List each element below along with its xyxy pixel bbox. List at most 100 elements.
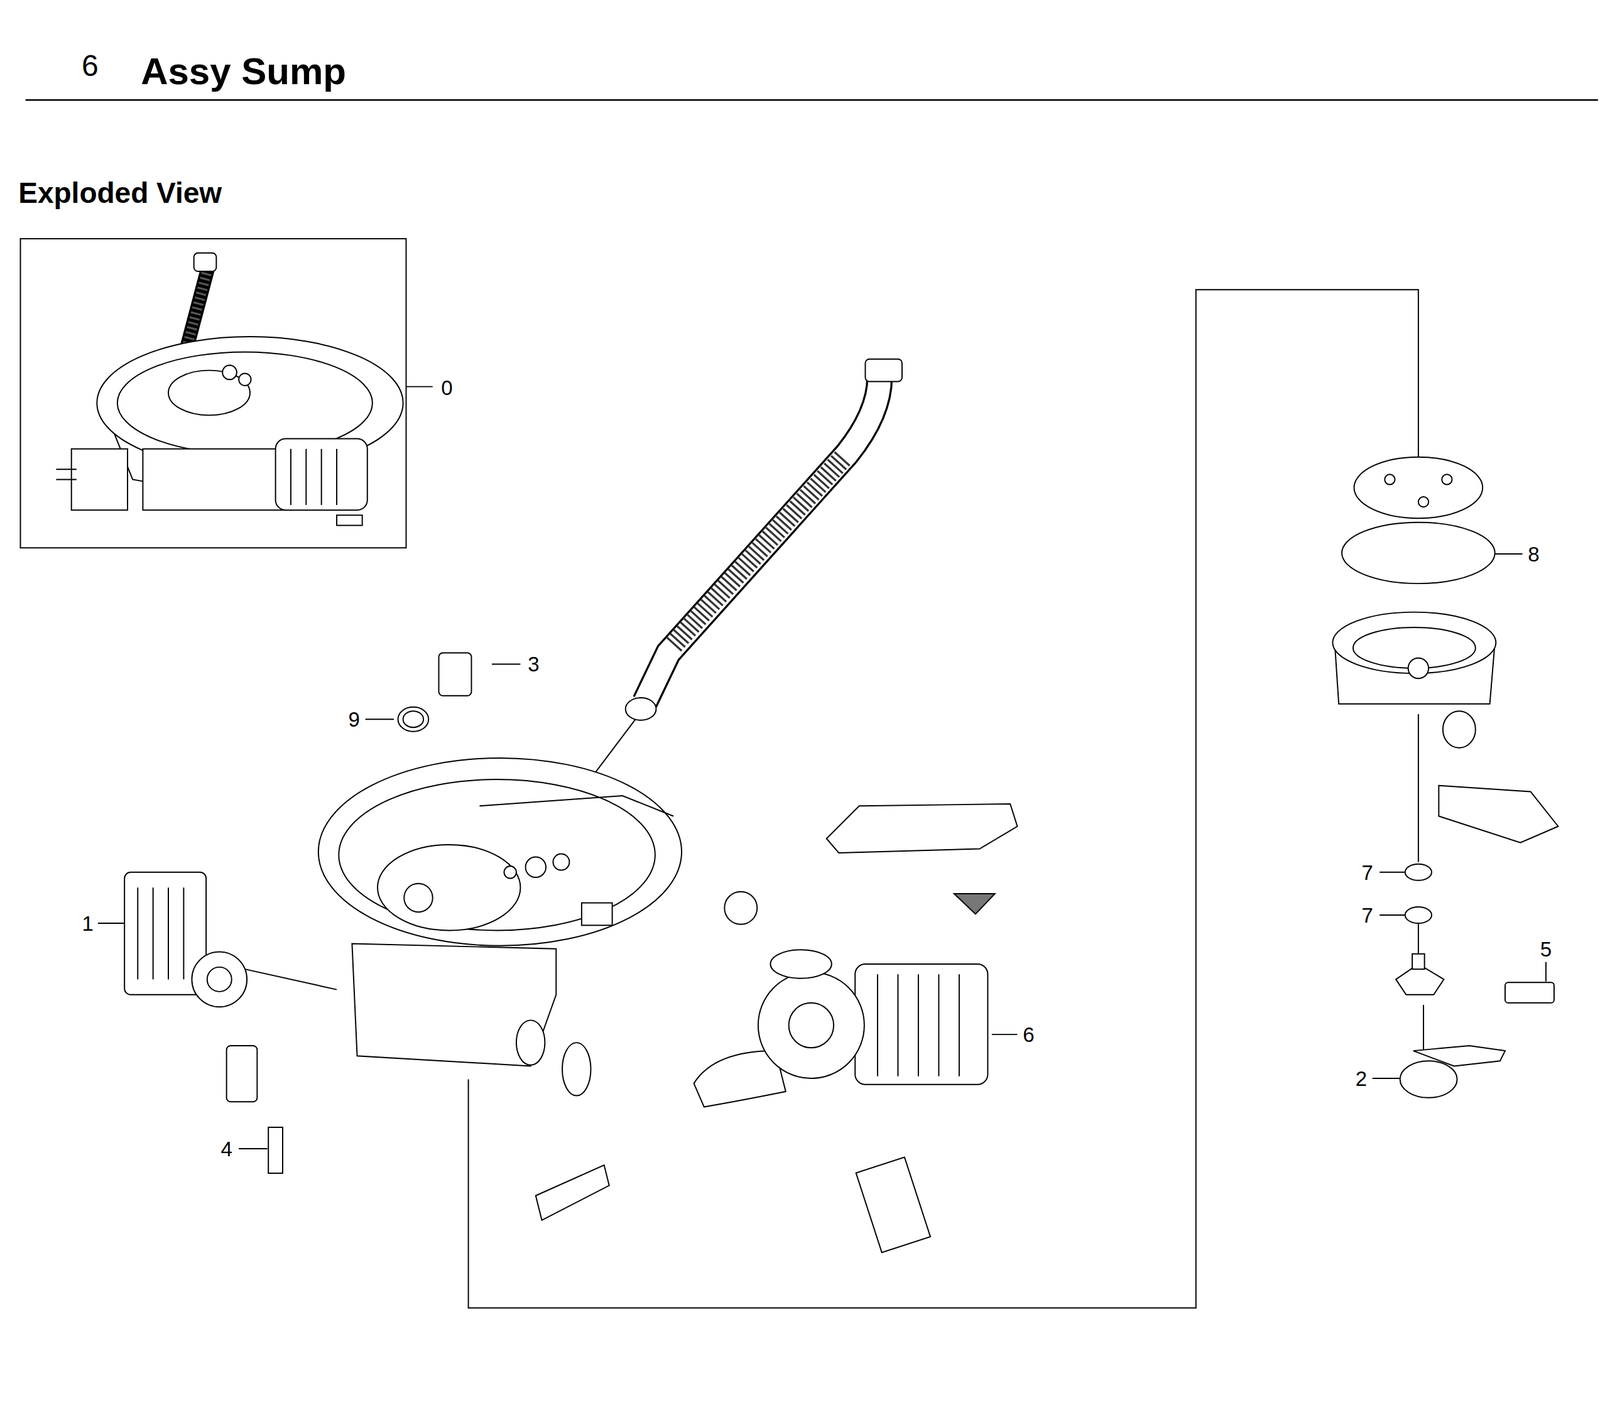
inset-frame: [20, 238, 406, 548]
drain-hose-part: [625, 697, 657, 721]
sump-housing: [318, 758, 682, 1067]
small-parts-part: [438, 653, 472, 697]
drain-hose-part: [865, 359, 902, 382]
drain-pump-part: [182, 887, 185, 980]
inset-assembly-part: [336, 449, 338, 506]
sump-housing-part: [525, 856, 546, 877]
small-parts-part: [403, 711, 424, 728]
sump-housing-part: [403, 883, 433, 913]
section-number: 6: [81, 50, 99, 82]
inset-assembly-part: [142, 449, 286, 511]
sump-stack-part: [1405, 864, 1432, 881]
leader-lines-part: [1379, 914, 1406, 916]
inset-assembly-part: [71, 449, 128, 511]
callout-number: 5: [1539, 937, 1553, 961]
inset-assembly-part: [275, 438, 368, 511]
leader-lines-part: [991, 1034, 1018, 1036]
callout-number: 7: [1360, 903, 1374, 928]
small-parts: [398, 653, 1018, 1254]
callout-number: 2: [1354, 1066, 1369, 1090]
sump-stack-part: [1441, 474, 1452, 485]
leader-lines-part: [1379, 871, 1406, 874]
wash-motor-part: [758, 972, 865, 1079]
drain-pump-part: [167, 887, 169, 980]
inset-assembly-part: [290, 449, 292, 506]
inset-assembly-part: [222, 365, 237, 381]
drain-hose-part: [645, 377, 881, 703]
wash-motor-part: [876, 974, 879, 1077]
small-parts-part: [562, 1042, 591, 1096]
sump-stack-part: [1354, 457, 1484, 519]
sump-stack-part: [1412, 954, 1425, 970]
drain-hose-part: [673, 457, 844, 645]
sump-stack-part: [1405, 907, 1432, 924]
inset-assembly: [55, 253, 403, 526]
small-parts-part: [826, 804, 1018, 854]
wash-motor-part: [937, 974, 940, 1077]
small-parts-part: [535, 1165, 610, 1221]
callout-number: 0: [439, 376, 454, 400]
sump-housing-part: [581, 903, 613, 926]
inset-assembly-part: [55, 468, 77, 470]
sump-housing-part: [503, 866, 516, 879]
group-bracket-part: [1422, 1005, 1425, 1051]
sump-stack-part: [1442, 711, 1476, 748]
leader-lines-part: [97, 922, 125, 925]
leader-lines-part: [405, 386, 433, 388]
title-rule: [25, 99, 1599, 102]
inset-assembly-part: [55, 478, 77, 480]
sump-stack-part: [1341, 522, 1496, 584]
title-rule-part: [25, 99, 1599, 102]
callout-number: 7: [1360, 860, 1374, 884]
callout-number: 3: [526, 652, 541, 676]
callout-number: 4: [219, 1137, 234, 1161]
callout-number: 9: [346, 707, 361, 732]
sump-stack-part: [1413, 1045, 1506, 1067]
sump-housing-part: [516, 1020, 545, 1065]
inset-assembly-part: [321, 449, 323, 506]
drain-pump-part: [268, 1127, 283, 1174]
leader-lines-part: [365, 718, 394, 720]
subheading: Exploded View: [18, 178, 222, 208]
wash-motor-part: [897, 974, 899, 1077]
leader-lines-part: [238, 1148, 267, 1150]
sump-stack: [1332, 457, 1558, 1099]
wash-motor-part: [789, 1003, 834, 1048]
sump-stack-part: [1408, 658, 1429, 679]
leader-lines-part: [244, 969, 337, 990]
sump-stack-part: [1505, 982, 1555, 1003]
drain-pump: [124, 872, 283, 1174]
sump-housing-part: [318, 758, 682, 947]
callout-number: 8: [1526, 542, 1541, 566]
sump-housing-part: [351, 944, 556, 1067]
sump-stack-part: [1384, 474, 1395, 485]
wash-motor-part: [854, 964, 988, 1085]
leader-lines-part: [1372, 1077, 1401, 1080]
sump-housing-part: [479, 795, 674, 817]
inset-assembly-part: [305, 449, 307, 506]
drain-hose-part: [645, 377, 881, 703]
inset-frame-part: [20, 238, 406, 548]
small-parts-part: [954, 893, 996, 915]
sump-stack-part: [1418, 496, 1429, 507]
drain-pump-part: [152, 887, 154, 980]
small-parts-part: [398, 707, 430, 732]
callout-number: 6: [1021, 1023, 1036, 1047]
leader-lines-part: [1545, 962, 1547, 982]
small-parts-part: [724, 892, 757, 925]
drain-pump-part: [136, 887, 139, 980]
sump-stack-part: [1400, 1061, 1458, 1098]
sump-housing-part: [552, 854, 570, 871]
page-title: Assy Sump: [140, 52, 347, 91]
inset-assembly-part: [238, 373, 251, 386]
small-parts-part: [856, 1157, 931, 1253]
sump-housing-part: [338, 779, 656, 931]
inset-assembly-part: [194, 253, 217, 272]
inset-assembly-part: [168, 370, 251, 416]
sump-housing-part: [377, 844, 521, 931]
wash-motor-part: [917, 974, 920, 1077]
drain-pump-part: [191, 952, 247, 1008]
callout-number: 1: [81, 912, 95, 936]
drain-hose: [625, 359, 903, 721]
